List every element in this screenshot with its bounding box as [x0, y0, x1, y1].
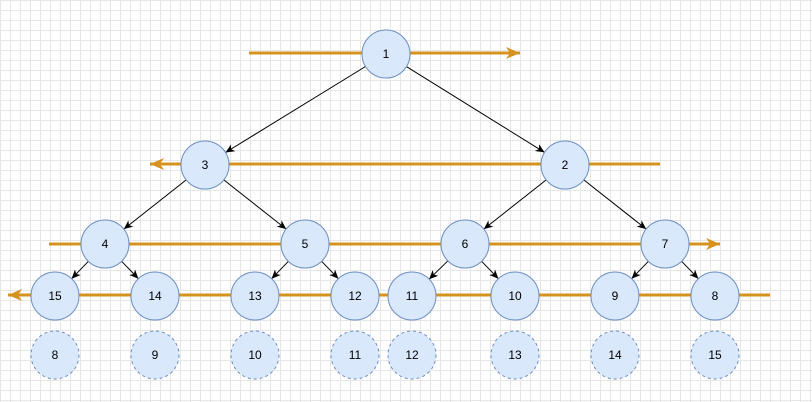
index-node-circle	[590, 330, 640, 380]
index-node-label: 13	[508, 348, 522, 362]
index-node-13: 13	[490, 330, 540, 380]
tree-node-13: 13	[230, 271, 280, 321]
tree-node-10: 10	[490, 271, 540, 321]
edge-n6-n11	[428, 260, 449, 280]
tree-node-4: 4	[80, 219, 130, 269]
index-node-label: 8	[52, 348, 59, 362]
tree-node-label: 12	[348, 289, 362, 303]
tree-node-3: 3	[180, 140, 230, 190]
index-node-15: 15	[690, 330, 740, 380]
edge-n6-n10	[481, 260, 499, 280]
edge-n1-n3	[225, 66, 366, 153]
edge-n5-n13	[271, 260, 289, 280]
tree-node-label: 15	[48, 289, 62, 303]
tree-node-label: 11	[406, 289, 419, 303]
tree-node-label: 8	[712, 289, 719, 303]
index-node-circle	[387, 330, 437, 380]
tree-node-label: 9	[612, 289, 619, 303]
edge-n7-n8	[681, 260, 699, 280]
tree-node-11: 11	[387, 271, 437, 321]
tree-node-circle	[130, 271, 180, 321]
index-node-label: 10	[248, 348, 262, 362]
index-node-circle	[230, 330, 280, 380]
tree-node-circle	[540, 140, 590, 190]
tree-node-label: 10	[508, 289, 522, 303]
tree-node-label: 7	[662, 237, 669, 251]
index-node-circle	[30, 330, 80, 380]
index-node-label: 12	[405, 348, 419, 362]
edge-n5-n12	[321, 260, 339, 280]
tree-node-label: 14	[148, 289, 162, 303]
edge-n3-n4	[123, 179, 187, 230]
index-node-9: 9	[130, 330, 180, 380]
index-node-14: 14	[590, 330, 640, 380]
index-node-circle	[690, 330, 740, 380]
tree-node-circle	[590, 271, 640, 321]
edge-n4-n14	[121, 260, 139, 280]
tree-node-1: 1	[361, 29, 411, 79]
edge-n2-n7	[583, 179, 647, 230]
tree-node-circle	[330, 271, 380, 321]
tree-node-circle	[440, 219, 490, 269]
index-node-label: 14	[608, 348, 622, 362]
tree-node-circle	[80, 219, 130, 269]
index-node-12: 12	[387, 330, 437, 380]
tree-node-12: 12	[330, 271, 380, 321]
tree-node-label: 3	[202, 158, 209, 172]
tree-node-9: 9	[590, 271, 640, 321]
tree-node-label: 5	[302, 237, 309, 251]
tree-node-label: 1	[383, 47, 390, 61]
index-node-label: 11	[349, 348, 362, 362]
edge-n3-n5	[223, 179, 287, 230]
index-node-10: 10	[230, 330, 280, 380]
tree-node-circle	[361, 29, 411, 79]
index-node-label: 15	[708, 348, 722, 362]
edge-n1-n2	[406, 66, 545, 153]
index-node-8: 8	[30, 330, 80, 380]
tree-node-8: 8	[690, 271, 740, 321]
tree-node-6: 6	[440, 219, 490, 269]
tree-node-15: 15	[30, 271, 80, 321]
index-node-11: 11	[330, 330, 380, 380]
tree-node-label: 4	[102, 237, 109, 251]
tree-node-7: 7	[640, 219, 690, 269]
tree-node-label: 6	[462, 237, 469, 251]
tree-node-circle	[280, 219, 330, 269]
edge-n2-n6	[483, 179, 547, 230]
tree-node-circle	[690, 271, 740, 321]
tree-node-circle	[640, 219, 690, 269]
edge-n4-n15	[71, 260, 89, 280]
tree-node-5: 5	[280, 219, 330, 269]
tree-node-label: 13	[248, 289, 262, 303]
tree-node-circle	[490, 271, 540, 321]
index-node-circle	[330, 330, 380, 380]
index-node-circle	[490, 330, 540, 380]
index-node-circle	[130, 330, 180, 380]
tree-node-circle	[387, 271, 437, 321]
tree-node-label: 2	[562, 158, 569, 172]
edge-n7-n9	[631, 260, 649, 280]
tree-node-circle	[230, 271, 280, 321]
tree-node-circle	[30, 271, 80, 321]
tree-node-2: 2	[540, 140, 590, 190]
index-node-label: 9	[152, 348, 159, 362]
tree-node-14: 14	[130, 271, 180, 321]
tree-node-circle	[180, 140, 230, 190]
